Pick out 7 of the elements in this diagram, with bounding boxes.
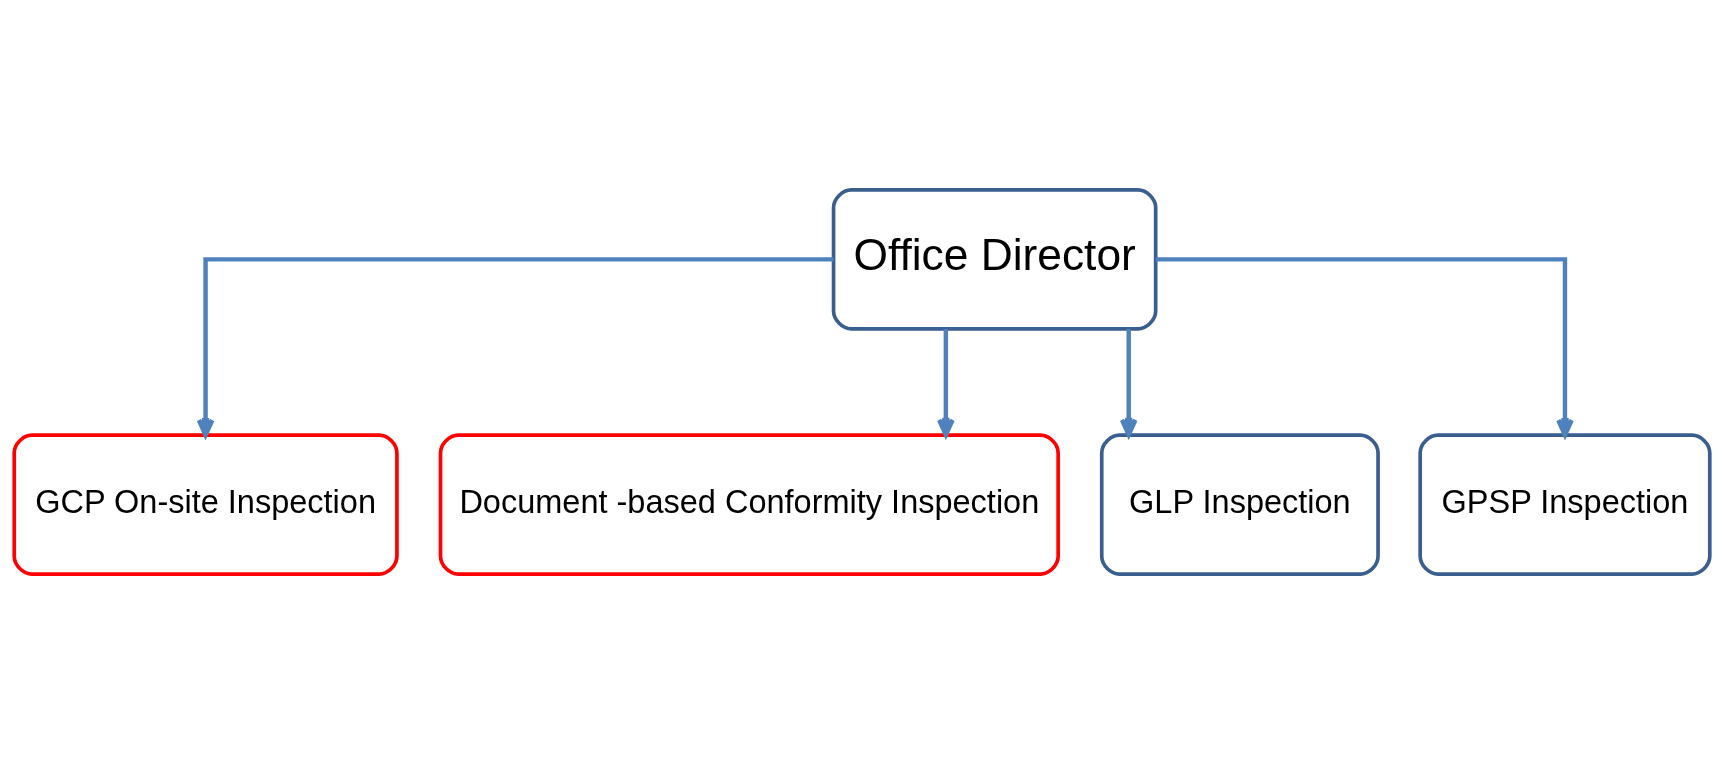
- arrow: [1119, 328, 1138, 437]
- node-box: Office Director: [831, 187, 1158, 331]
- node-box: Document -based Conformity Inspection: [438, 432, 1060, 576]
- node-box: GPSP Inspection: [1418, 432, 1712, 576]
- node-box: GCP On-site Inspection: [12, 432, 399, 576]
- arrow: [937, 328, 955, 437]
- node-box: GLP Inspection: [1099, 432, 1380, 576]
